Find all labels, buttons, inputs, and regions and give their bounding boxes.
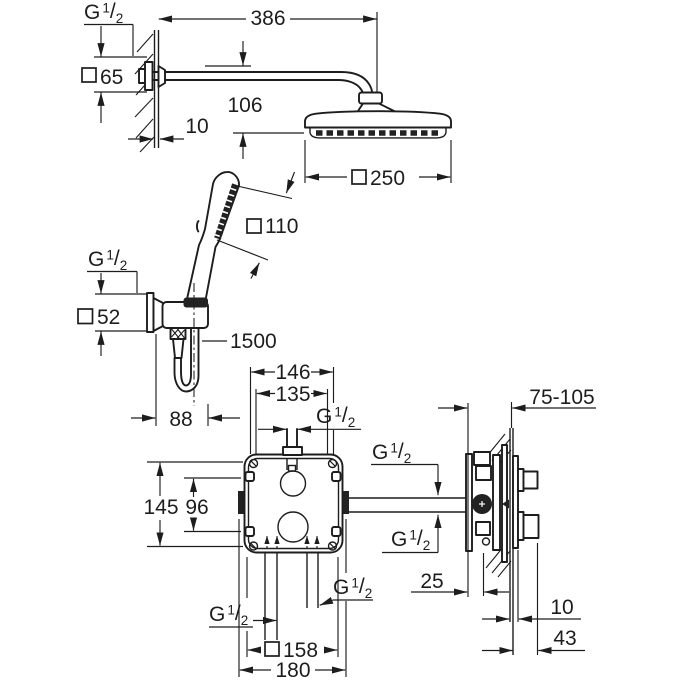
square-symbol [351,169,367,185]
trim-escutcheon-side [512,455,519,549]
dimension-head-drop: 106 [205,41,304,159]
box-flange-side [465,453,473,552]
upper-knob [522,470,539,490]
dimension-union-escutcheon: 52 [77,270,146,356]
square-symbol [264,641,280,657]
dim-depth-range: 75-105 [529,386,594,409]
shower-arm [138,61,398,114]
dimension-head-size: 250 [304,140,452,190]
dim-holder-offset: 88 [169,408,192,431]
lower-valve-port [277,511,309,543]
dim-min-depth: 25 [420,570,443,593]
dim-head-size: 250 [370,167,405,190]
mixer-box-front-view [238,428,349,640]
bottom-connections [264,553,319,640]
lower-knob [522,514,540,539]
dimension-arm-length: 386 [158,7,378,93]
corner-screws [248,458,338,551]
dim-hand-size: 110 [265,215,298,238]
dimension-box-size: 158 [246,557,339,662]
hand-shower-holder [146,292,209,333]
dimension-box-opening: 180 [238,519,347,680]
box-outline-inner [247,457,340,550]
side-tab-right [342,491,349,514]
dimension-box-width-inner: 135 [255,383,329,454]
head-shower [304,110,452,139]
hose-outer [173,328,200,393]
dim-head-drop: 106 [227,94,262,117]
head-shower-spray-plate [309,127,447,139]
upper-valve-port [279,470,307,497]
hand-shower-spray-face [214,183,239,240]
hose-inner [180,328,192,387]
dim-arm-wall-offset: 10 [185,115,208,138]
flow-arrows [264,535,320,549]
box-cover-side [492,454,501,551]
dim-protrusion: 43 [553,627,576,650]
side-knockouts [244,471,342,537]
dim-box-height-outer: 145 [143,496,178,519]
trim-knobs [517,468,540,541]
dimension-protrusion: 43 [482,543,585,655]
dim-box-width-inner: 135 [275,383,310,406]
top-connection-collar [282,446,303,456]
dim-union-escutcheon: 52 [97,306,120,329]
head-shower-body [304,110,452,129]
dim-box-opening: 180 [275,659,310,680]
hand-shower [186,171,240,304]
dimension-depth-range: 75-105 [438,386,596,597]
union-escutcheon-plate [146,292,155,333]
arm-escutcheon-cone [157,65,166,88]
dimension-plate-thickness: 10 [482,550,581,623]
mixer-side-view [349,428,540,655]
dim-hose-length: 1500 [230,330,277,353]
wall-marker-triangle [502,499,509,509]
dimension-hose-length: 1500 [202,330,277,353]
dimension-hand-size: 110 [216,171,298,279]
dim-arm-escutcheon: 65 [100,66,123,89]
dim-box-height-inner: 96 [185,496,208,519]
arm-escutcheon-plate [144,61,154,91]
dimension-box-height-inner: 96 [184,477,241,533]
dim-plate-thickness: 10 [550,596,573,619]
dimension-arm-escutcheon: 65 [81,23,147,123]
dimension-box-width-outer: 146 [249,361,335,454]
hose-connector [172,338,185,359]
holder-clamp [183,297,208,308]
dim-arm-length: 386 [250,7,285,30]
dimension-holder-offset: 88 [131,334,240,431]
side-tab-left [238,491,245,514]
wall-section-top-left [134,30,160,153]
dimension-box-height-outer: 145 [143,461,243,548]
dim-box-size: 158 [283,639,318,662]
dimension-min-depth: 25 [411,553,509,596]
holder-details [169,283,208,406]
dimension-arm-wall-offset: 10 [128,115,209,143]
square-symbol [81,67,97,83]
square-symbol [246,218,262,234]
dim-box-width-outer: 146 [275,361,310,384]
square-symbol [77,308,94,325]
box-outline-outer [243,453,344,554]
arm-ball-joint [358,91,383,105]
hand-shower-button [196,220,200,233]
